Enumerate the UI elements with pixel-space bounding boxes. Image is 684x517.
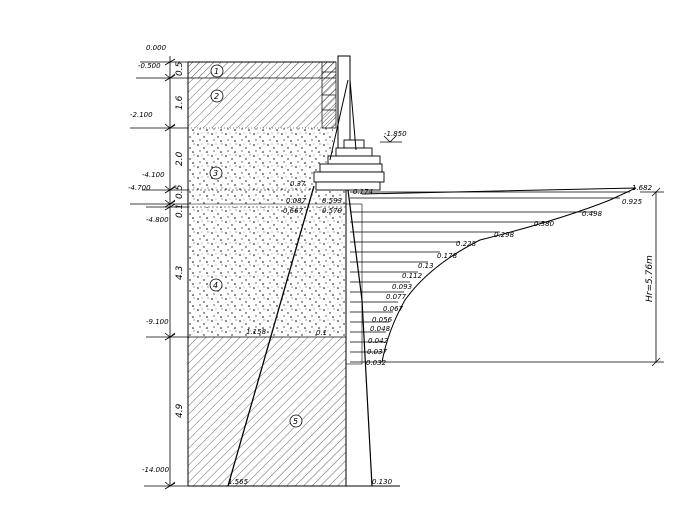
decay-value: 0.032 — [366, 359, 387, 367]
layer-marker — [209, 166, 223, 180]
wall-stem — [337, 55, 351, 151]
decay-value: 0.112 — [402, 272, 423, 280]
stress-labels: 0.37 0.087 0.667 1.158 1.565 0.174 0.593… — [228, 180, 393, 486]
layer-2-fill — [188, 78, 336, 128]
elevation-label: -0.500 — [138, 62, 161, 70]
right-stress-value: 0.1 — [316, 329, 327, 337]
bottom-stress-value: 0.130 — [372, 478, 393, 486]
layer-number: 3 — [213, 169, 218, 178]
layer-number: 4 — [213, 281, 218, 290]
footing-step — [313, 171, 385, 183]
layer-thin-fill — [188, 190, 346, 204]
left-dimensions: 0.000 -0.500 -2.100 -4.100 -4.700 -4.800… — [128, 44, 188, 490]
decay-value: 0.228 — [456, 240, 477, 248]
elevation-label: -4.100 — [142, 171, 165, 179]
layer-1-fill — [188, 62, 336, 78]
decay-hlines — [350, 191, 630, 363]
thickness-label: 2.0 — [175, 151, 185, 166]
left-stress-value: 0.37 — [290, 180, 306, 188]
wall-brace — [329, 79, 349, 161]
footing-step — [343, 139, 365, 149]
layer-marker — [210, 89, 224, 103]
layer-number: 5 — [293, 417, 298, 426]
right-stress-value: 0.174 — [353, 188, 373, 196]
decay-value: 0.037 — [367, 348, 388, 356]
depth-label: Hr=5.76m — [645, 255, 655, 302]
foundation-level: -1.850 — [380, 130, 407, 143]
decay-value: 0.925 — [622, 198, 643, 206]
layer-marker — [289, 414, 303, 428]
footing-step — [327, 155, 381, 165]
foundation-elevation: -1.850 — [384, 130, 407, 138]
elevation-label: -14.000 — [142, 466, 170, 474]
decay-value: 0.042 — [368, 337, 389, 345]
decay-value: 0.093 — [392, 283, 412, 291]
decay-value: 0.380 — [534, 220, 555, 228]
thickness-label: 0.1 — [175, 204, 185, 218]
right-stress-value: 0.579 — [322, 207, 343, 215]
thickness-label: 0.5 — [175, 184, 185, 199]
right-stress-value: 0.593 — [322, 197, 342, 205]
thickness-label: 4.9 — [175, 403, 185, 418]
decay-value: 0.056 — [372, 316, 393, 324]
stress-line-left — [227, 185, 315, 487]
layer-4-fill — [188, 207, 346, 337]
decay-value: 0.13 — [418, 262, 434, 270]
pile-body — [345, 203, 363, 365]
decay-value: 0.298 — [494, 231, 515, 239]
layer-number: 1 — [214, 67, 219, 76]
decay-labels: 1.682 0.925 0.498 0.380 0.298 0.228 0.17… — [366, 184, 653, 367]
thickness-label: 4.3 — [175, 265, 185, 280]
decay-value: 0.178 — [437, 252, 458, 260]
decay-value: 0.067 — [383, 305, 404, 313]
stress-line-right — [347, 189, 373, 487]
retaining-wall — [313, 55, 385, 486]
decay-value: 0.048 — [370, 325, 391, 333]
layer-marker — [210, 64, 224, 78]
left-stress-value: 1.565 — [228, 478, 249, 486]
depth-dimension: Hr=5.76m — [380, 187, 664, 367]
layer-5-fill — [188, 337, 346, 486]
wall-brace — [349, 79, 357, 151]
decay-value: 0.077 — [386, 293, 407, 301]
elevation-label: -2.100 — [130, 111, 153, 119]
left-stress-value: 1.158 — [246, 328, 267, 336]
layer-3-fill — [188, 128, 333, 190]
footing-step — [319, 163, 383, 173]
thickness-label: 0.5 — [175, 61, 185, 76]
elevation-label: -4.800 — [146, 216, 169, 224]
left-stress-value: 0.667 — [283, 207, 304, 215]
elevation-label: -4.700 — [128, 184, 151, 192]
layer-marker — [209, 278, 223, 292]
footing-step — [335, 147, 373, 157]
elevation-label: 0.000 — [146, 44, 167, 52]
thickness-label: 1.6 — [175, 95, 185, 110]
decay-value: 1.682 — [632, 184, 653, 192]
layer-markers: 1 2 3 4 5 — [209, 64, 303, 428]
elevation-label: -9.100 — [146, 318, 169, 326]
left-stress-value: 0.087 — [286, 197, 307, 205]
decay-value: 0.498 — [582, 210, 603, 218]
layer-number: 2 — [214, 92, 219, 101]
soil-profile — [187, 61, 400, 487]
